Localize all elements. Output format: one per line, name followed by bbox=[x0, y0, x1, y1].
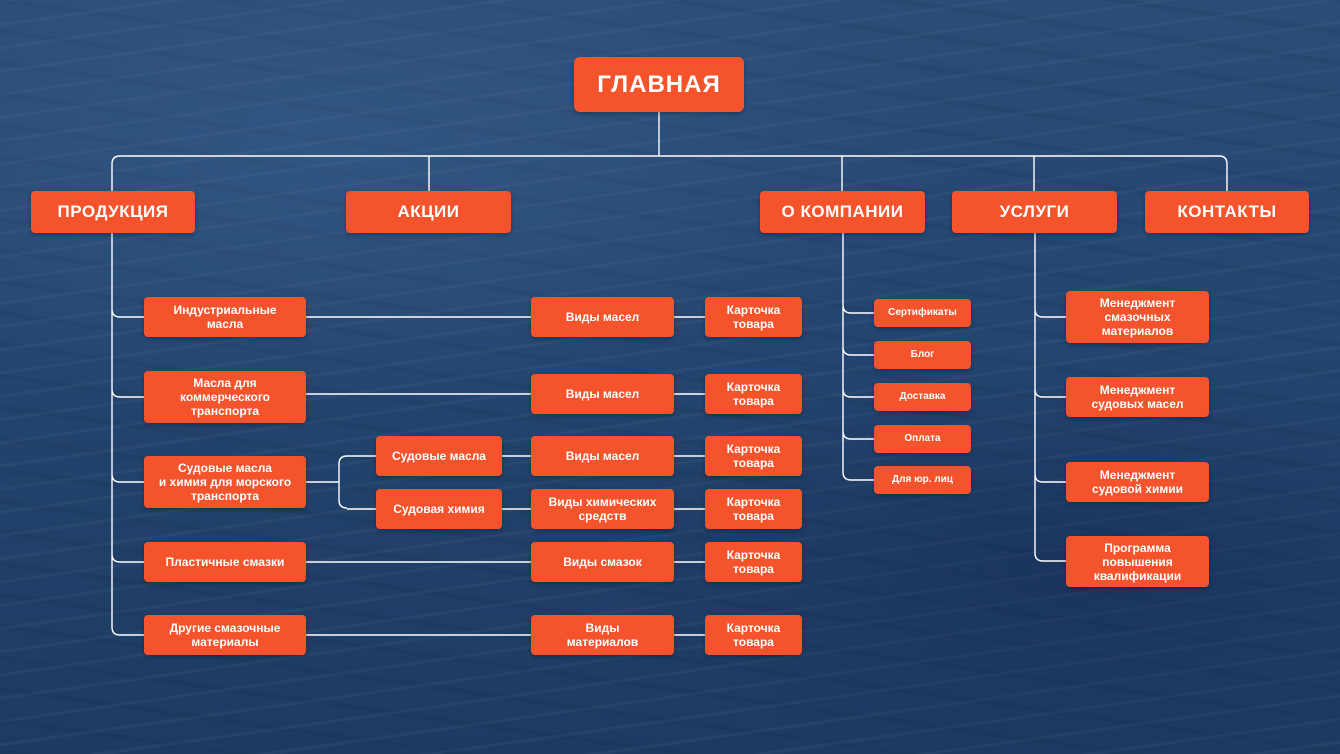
delivery-node[interactable]: Доставка bbox=[874, 383, 971, 411]
product-card-node[interactable]: Карточка товара bbox=[705, 436, 802, 476]
oil-types-node-3[interactable]: Виды масел bbox=[531, 436, 674, 476]
marine-oils-chem-node[interactable]: Судовые масла и химия для морского транс… bbox=[144, 456, 306, 508]
about-node[interactable]: О КОМПАНИИ bbox=[760, 191, 925, 233]
services-node[interactable]: УСЛУГИ bbox=[952, 191, 1117, 233]
grease-types-node[interactable]: Виды смазок bbox=[531, 542, 674, 582]
product-card-node[interactable]: Карточка товара bbox=[705, 542, 802, 582]
product-card-node[interactable]: Карточка товара bbox=[705, 615, 802, 655]
services-spine bbox=[1034, 233, 1066, 562]
about-spine bbox=[842, 233, 874, 481]
top-bus bbox=[111, 155, 1228, 191]
oil-types-node-2[interactable]: Виды масел bbox=[531, 374, 674, 414]
material-types-node[interactable]: Виды материалов bbox=[531, 615, 674, 655]
product-card-node[interactable]: Карточка товара bbox=[705, 489, 802, 529]
commercial-oils-node[interactable]: Масла для коммерческого транспорта bbox=[144, 371, 306, 423]
blog-node[interactable]: Блог bbox=[874, 341, 971, 369]
training-program-node[interactable]: Программа повышения квалификации bbox=[1066, 536, 1209, 587]
marine-chem-management-node[interactable]: Менеджмент судовой химии bbox=[1066, 462, 1209, 502]
legal-entities-node[interactable]: Для юр. лиц bbox=[874, 466, 971, 494]
products-node[interactable]: ПРОДУКЦИЯ bbox=[31, 191, 195, 233]
contacts-node[interactable]: КОНТАКТЫ bbox=[1145, 191, 1309, 233]
products-spine bbox=[111, 233, 144, 636]
oil-types-node-1[interactable]: Виды масел bbox=[531, 297, 674, 337]
lubricant-management-node[interactable]: Менеджмент смазочных материалов bbox=[1066, 291, 1209, 343]
product-card-node[interactable]: Карточка товара bbox=[705, 297, 802, 337]
greases-node[interactable]: Пластичные смазки bbox=[144, 542, 306, 582]
marine-oils-node[interactable]: Судовые масла bbox=[376, 436, 502, 476]
chemical-types-node[interactable]: Виды химических средств bbox=[531, 489, 674, 529]
main-page-node[interactable]: ГЛАВНАЯ bbox=[574, 57, 744, 112]
marine-connector bbox=[306, 455, 705, 510]
industrial-oils-node[interactable]: Индустриальные масла bbox=[144, 297, 306, 337]
marine-chem-node[interactable]: Судовая химия bbox=[376, 489, 502, 529]
certificates-node[interactable]: Сертификаты bbox=[874, 299, 971, 327]
promos-node[interactable]: АКЦИИ bbox=[346, 191, 511, 233]
payment-node[interactable]: Оплата bbox=[874, 425, 971, 453]
marine-oil-management-node[interactable]: Менеджмент судовых масел bbox=[1066, 377, 1209, 417]
product-card-node[interactable]: Карточка товара bbox=[705, 374, 802, 414]
other-lubricants-node[interactable]: Другие смазочные материалы bbox=[144, 615, 306, 655]
